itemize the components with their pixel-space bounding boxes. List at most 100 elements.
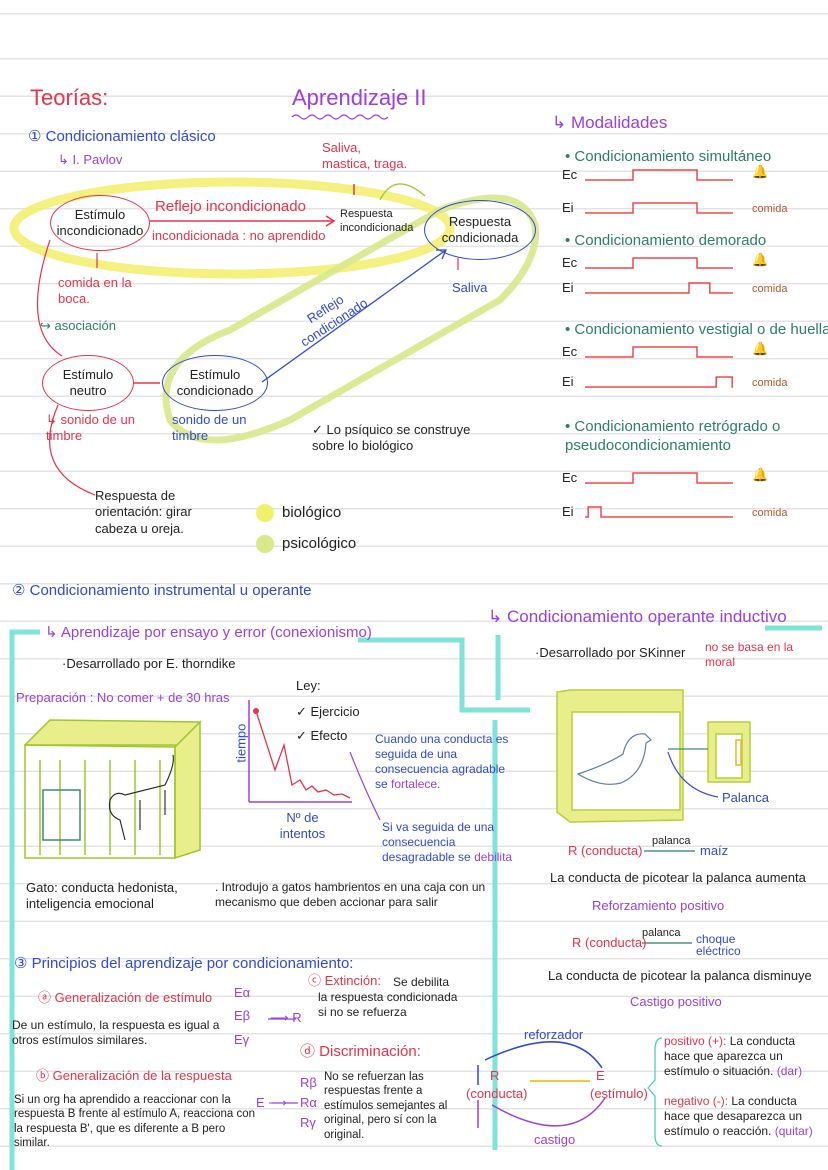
moral-note: no se basa en la moral [705, 640, 794, 669]
unconditioned-stimulus-timeline [585, 202, 733, 214]
saliva-label: Saliva [452, 280, 488, 295]
response-arrow: E ⟶ [256, 1095, 287, 1110]
discrimination-text: No se refuerzan las respuestas frente a … [324, 1071, 448, 1141]
orientation-response: Respuesta de orientación: girar cabeza u… [95, 488, 192, 536]
cycle-e: E [596, 1068, 605, 1083]
stimulus-gamma: Eγ [234, 1032, 250, 1047]
lever-arrow-label-1: palanca [652, 835, 691, 847]
ei-label: Ei [562, 504, 574, 519]
conditioned-stimulus-timeline [585, 169, 733, 181]
shock-label: choque eléctrico [696, 932, 741, 958]
curve-start-point [253, 708, 259, 714]
association-label: ↪ asociación [40, 318, 116, 333]
trial-error-graph [248, 700, 352, 803]
discrimination-title: ⓓ Discriminación: [300, 1043, 421, 1060]
thorndike-intro: . Introdujo a gatos hambrientos en una c… [215, 880, 486, 909]
ec-label: Ec [562, 167, 578, 182]
stimulus-arrow-r: ⟶ R [270, 1010, 302, 1025]
instrumental-title: ② Condicionamiento instrumental u operan… [12, 582, 312, 599]
heading: Teorías: [30, 85, 109, 110]
ei-label: Ei [562, 374, 574, 389]
conditioned-stimulus-note: sonido de un timbre [172, 412, 247, 444]
conditioned-stimulus-timeline [585, 472, 733, 484]
ec-label: Ec [562, 344, 578, 359]
ec-label: Ec [562, 255, 578, 270]
cat-note: Gato: conducta hedonista, inteligencia e… [26, 880, 178, 912]
modalities-title: ↳ Modalidades [552, 113, 668, 132]
positive-effect: Cuando una conducta es seguida de una co… [375, 732, 515, 792]
response-beta: Rβ [300, 1075, 317, 1090]
door-drawing [42, 789, 81, 841]
legend-swatch-psychological [256, 535, 274, 553]
negative-tag: (quitar) [774, 1124, 813, 1138]
ec-label: Ec [562, 470, 578, 485]
positive-tag: (dar) [776, 1064, 803, 1078]
negative-text: La conducta hace que desaparezca un estí… [664, 1094, 803, 1138]
response-generalization-title: ⓑ Generalización de la respuesta [36, 1068, 232, 1083]
behavior-label-1: R (conducta) [568, 843, 643, 858]
skinner-author: ·Desarrollado por SKinner [535, 645, 686, 660]
law-effect: ✓ Efecto [296, 728, 348, 743]
negative-effect: Si va seguida de una consecuencia desagr… [382, 820, 522, 865]
conditioned-stimulus-node: Estímulo condicionado [162, 355, 268, 411]
food-note: comida en la boca. [58, 275, 132, 307]
unconditioned-response: Respuesta incondicionada [340, 208, 414, 234]
corn-label: maíz [700, 843, 729, 858]
neutral-stimulus-node: Estímulo neutro [42, 355, 134, 411]
page-title: Aprendizaje II [292, 85, 427, 110]
stimulus-alpha: Eα [234, 985, 251, 1000]
cat-drawing [108, 754, 174, 841]
reinforcer-label: reforzador [524, 1027, 584, 1042]
legend-biological: biológico [282, 504, 342, 521]
timing-diagrams [585, 169, 733, 518]
pigeon-drawing [576, 733, 652, 785]
law-exercise: ✓ Ejercicio [296, 704, 360, 719]
ei-label: Ei [562, 200, 574, 215]
cycle-r-sub: (conducta) [466, 1086, 528, 1101]
trial-error-title: ↳ Aprendizaje por ensayo y error (conexi… [45, 624, 372, 641]
thorndike-author: ·Desarrollado por E. thorndike [62, 656, 236, 671]
positive-effect-text: Cuando una conducta es seguida de una co… [375, 732, 509, 791]
increase-note: La conducta de picotear la palanca aumen… [550, 870, 806, 885]
negative-effect-text: Si va seguida de una consecuencia desagr… [382, 820, 495, 864]
teal-frame [9, 625, 822, 1170]
food-label: comida [752, 283, 788, 295]
negative-definition: negativo (-): La conducta hace que desap… [664, 1094, 824, 1139]
positive-text: La conducta hace que aparezca un estímul… [664, 1034, 796, 1078]
cycle-r: R [490, 1068, 500, 1083]
unconditioned-stimulus-timeline [585, 376, 733, 388]
response-gamma: Rγ [300, 1115, 316, 1130]
conditioned-stimulus-timeline [585, 257, 733, 269]
stimulus-generalization-text: De un estímulo, la respuesta es igual a … [12, 1018, 220, 1047]
modality-backward: • Condicionamiento retrógrado o pseudoco… [565, 418, 781, 454]
unconditioned-note: incondicionada : no aprendido [152, 228, 326, 243]
response-alpha: Rα [300, 1095, 317, 1110]
negative-effect-end: debilita [474, 850, 513, 864]
behavior-label-2: R (conducta) [572, 935, 647, 950]
lever-arrow-label-2: palanca [642, 927, 681, 939]
extinction-title: ⓒ Extinción: [308, 973, 381, 988]
positive-label: positivo (+): [664, 1034, 727, 1048]
ei-label: Ei [562, 280, 574, 295]
unconditioned-stimulus-timeline [585, 282, 733, 294]
bell-icon: 🔔 [752, 252, 769, 267]
graph-x-label: Nº de intentos [279, 810, 326, 842]
modality-trace: • Condicionamiento vestigial o de huella [565, 321, 828, 338]
modality-simultaneous: • Condicionamiento simultáneo [565, 148, 772, 165]
stimulus-generalization-title: ⓐ Generalización de estímulo [38, 990, 213, 1005]
neutral-stimulus-note: ↳ sonido de un timbre [46, 412, 135, 444]
legend-swatch-biological [256, 504, 274, 522]
cycle-e-sub: (estímulo) [590, 1086, 648, 1101]
law-title: Ley: [296, 678, 321, 693]
food-label: comida [752, 203, 788, 215]
positive-definition: positivo (+): La conducta hace que apare… [664, 1034, 824, 1079]
bell-icon: 🔔 [752, 164, 769, 179]
modality-delayed: • Condicionamiento demorado [565, 232, 767, 249]
lever-label: Palanca [722, 790, 769, 805]
punishment-label: Castigo positivo [630, 994, 722, 1009]
extinction-text: Se debilita la respuesta condicionada si… [318, 975, 458, 1019]
legend-psychological: psicológico [282, 535, 357, 552]
cat-cage-drawing [23, 719, 202, 860]
learning-curve-line [255, 710, 351, 799]
